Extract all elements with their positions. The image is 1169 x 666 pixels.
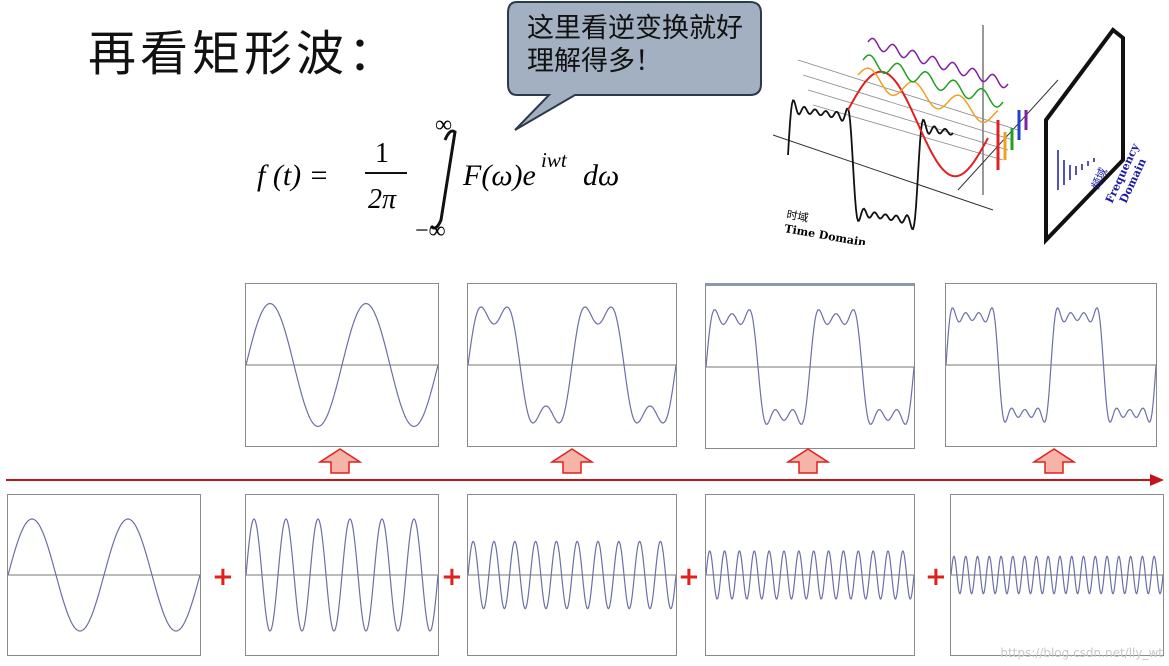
harmonic-curve <box>951 555 1163 595</box>
frequency-plane <box>1044 27 1125 245</box>
up-arrow-4 <box>1032 448 1076 474</box>
frequency-spikes <box>1057 150 1095 190</box>
plus-sign-4: + <box>925 562 947 592</box>
partial-sum-wave-2 <box>468 306 676 424</box>
partial-sum-curve <box>246 302 438 428</box>
harmonic-curve <box>8 518 200 632</box>
formula-lhs: f (t) = <box>257 159 329 192</box>
slide-title: 再看矩形波： <box>88 26 401 82</box>
plus-sign-2: + <box>441 562 463 592</box>
up-arrow-3 <box>786 448 830 474</box>
harmonic-trace-3 <box>857 67 999 124</box>
partial-sum-panel-3 <box>705 283 915 449</box>
harmonic-trace-7 <box>867 37 1009 89</box>
formula-exponent: iwt <box>541 148 568 172</box>
component-panel-5 <box>950 494 1164 656</box>
component-wave-1 <box>8 518 200 632</box>
formula-denominator: 2π <box>368 184 397 215</box>
inverse-fourier-formula: f (t) = 1 2π ∞ −∞ F(ω)e iwt dω <box>257 112 619 240</box>
component-panel-3 <box>467 494 677 656</box>
amplitude-bars <box>996 110 1028 170</box>
partial-sum-wave-3 <box>706 309 914 425</box>
speech-bubble <box>507 1 762 131</box>
time-frequency-illustration: 时域 Time Domain 频域 Frequency Domain <box>772 25 1149 245</box>
plus-sign-3: + <box>678 562 700 592</box>
formula-differential: dω <box>583 159 619 192</box>
partial-sum-wave-4 <box>946 306 1156 424</box>
bubble-text: 这里看逆变换就好理解得多！ <box>527 13 743 77</box>
timeline-arrow <box>6 474 1164 486</box>
fundamental-trace <box>847 70 989 178</box>
formula-upper-limit: ∞ <box>435 112 452 138</box>
partial-sum-wave-1 <box>246 302 438 428</box>
time-domain-label-cn: 时域 <box>785 208 809 225</box>
partial-sum-curve <box>706 309 914 425</box>
partial-sum-curve <box>946 306 1156 424</box>
harmonic-curve <box>468 540 676 610</box>
partial-sum-curve <box>468 306 676 424</box>
formula-lower-limit: −∞ <box>415 218 446 240</box>
partial-sum-panel-2 <box>467 283 677 447</box>
square-wave-trace <box>787 99 954 231</box>
component-panel-1 <box>7 494 201 656</box>
formula-integrand: F(ω)e <box>462 159 536 192</box>
component-wave-5 <box>951 555 1163 595</box>
component-wave-2 <box>246 518 438 632</box>
formula-numerator: 1 <box>375 138 389 169</box>
partial-sum-panel-4 <box>945 283 1157 447</box>
up-arrow-1 <box>318 448 362 474</box>
watermark: https://blog.csdn.net/lly_wt <box>1000 646 1163 660</box>
component-panel-4 <box>705 494 915 656</box>
component-panel-2 <box>245 494 439 656</box>
harmonic-curve <box>706 550 914 600</box>
time-domain-label-en: Time Domain <box>783 222 867 245</box>
plus-sign-1: + <box>212 562 234 592</box>
partial-sum-panel-1 <box>245 283 439 447</box>
component-wave-4 <box>706 550 914 600</box>
component-wave-3 <box>468 540 676 610</box>
harmonic-curve <box>246 518 438 632</box>
up-arrow-2 <box>550 448 594 474</box>
harmonic-trace-5 <box>862 54 1004 108</box>
